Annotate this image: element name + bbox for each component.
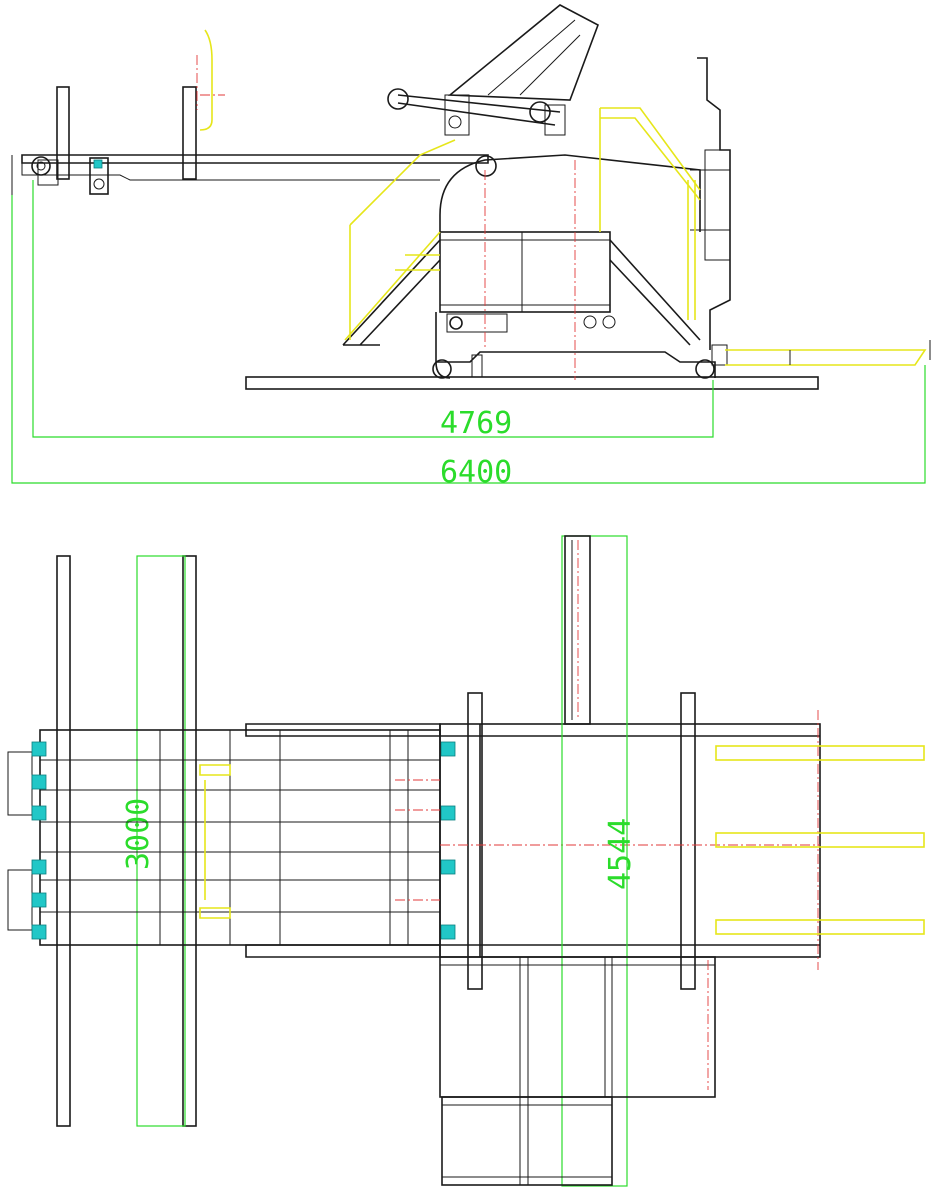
roller-unit [440,859,456,875]
dimension-4544: 4544 [603,818,638,890]
conveyor-bed [39,729,441,946]
roller-unit [31,924,47,940]
dimension-line-6400 [11,195,926,484]
dimension-frame-3000 [136,555,186,1127]
plan-stair [441,1096,613,1186]
plan-hopper [564,535,591,725]
roller-unit [31,892,47,908]
dimension-4769: 4769 [440,406,512,441]
plan-fork-2 [715,832,925,848]
plan-view: 3000 4544 [7,535,925,1187]
stair-left [342,239,441,346]
plan-upright-2 [182,555,197,1127]
middle-upright [182,86,197,180]
plan-post-left [467,692,483,990]
plan-upright-1 [56,555,71,1127]
pulley-left [387,88,409,110]
machine-body [439,154,701,232]
guide-rail [199,29,213,131]
roller-unit [31,859,47,875]
conveyor-beam [21,154,489,164]
stair-right [609,239,701,346]
outfeed-forks [725,349,927,366]
side-view: 4769 6400 [11,4,931,490]
dimension-line-4769 [32,180,714,438]
handrail-left [344,139,456,341]
dimension-3000: 3000 [121,798,156,870]
roller-unit [440,741,456,757]
left-upright [56,86,70,180]
plan-fork-3 [715,919,925,935]
handrail-right [599,107,701,232]
bearing-block-left [89,157,109,195]
right-roller [475,155,497,177]
wheel-right [695,359,715,379]
roller-unit [440,805,456,821]
right-frame [697,57,731,350]
plan-fork-1 [715,745,925,761]
roller-unit [31,805,47,821]
dimension-6400: 6400 [440,455,512,490]
hopper-chute [447,4,599,101]
pulley-right [529,101,551,123]
left-roller [31,156,51,176]
roller-unit [31,741,47,757]
main-frame [439,231,611,313]
roller-unit [31,774,47,790]
plan-post-right [680,692,696,990]
base-plate [245,376,819,390]
drive-arm [397,94,561,126]
wheel-left [432,359,452,379]
dimension-frame-4544 [561,535,628,1187]
roller-unit [440,924,456,940]
